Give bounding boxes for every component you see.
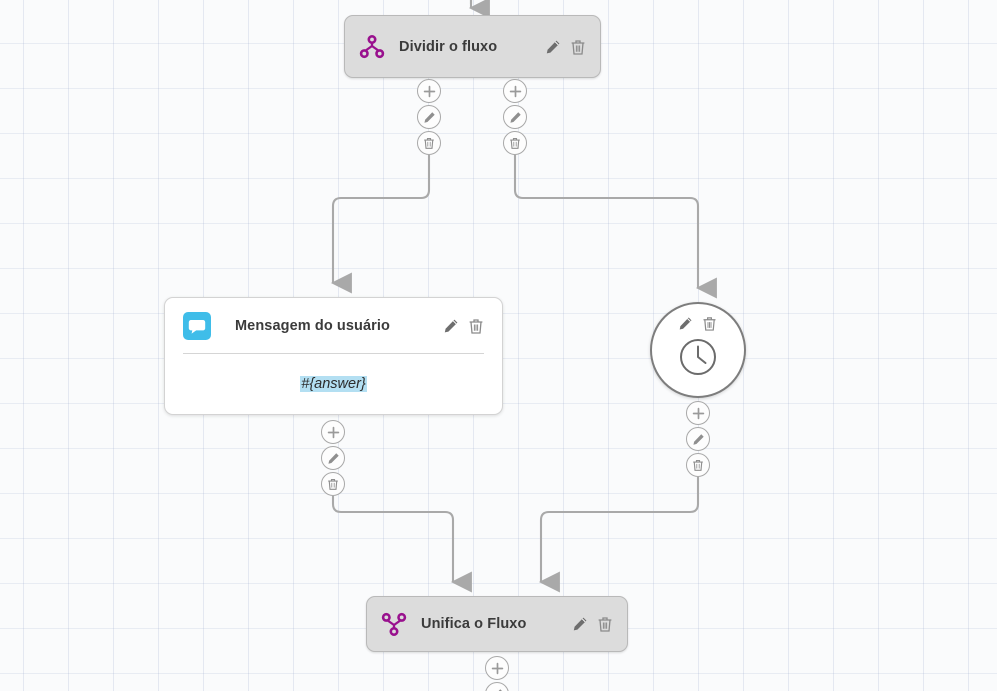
- flow-split-icon: [359, 34, 385, 60]
- node-merge-flow[interactable]: Unifica o Fluxo: [366, 596, 628, 652]
- edit-icon[interactable]: [686, 427, 710, 451]
- port-split-out-right[interactable]: [503, 79, 527, 155]
- edge-delay-to-merge: [538, 477, 700, 593]
- node-delay[interactable]: [650, 302, 746, 398]
- delete-icon[interactable]: [417, 131, 441, 155]
- node-user-message[interactable]: Mensagem do usuário: [164, 297, 503, 415]
- user-message-actions: [425, 318, 484, 334]
- add-icon[interactable]: [503, 79, 527, 103]
- edit-icon[interactable]: [417, 105, 441, 129]
- card-divider: [183, 353, 484, 354]
- chat-bubble-icon: [183, 311, 211, 340]
- edit-icon[interactable]: [321, 446, 345, 470]
- port-message-out[interactable]: [321, 420, 345, 496]
- delete-icon[interactable]: [468, 318, 484, 334]
- delete-icon[interactable]: [597, 616, 613, 632]
- node-split-actions: [527, 39, 586, 55]
- edit-icon[interactable]: [572, 616, 588, 632]
- add-icon[interactable]: [485, 656, 509, 680]
- edit-icon[interactable]: [545, 39, 561, 55]
- node-split-title: Dividir o fluxo: [399, 38, 498, 55]
- variable-chip-answer[interactable]: #{answer}: [300, 376, 367, 392]
- delete-icon[interactable]: [702, 316, 718, 332]
- delete-icon[interactable]: [503, 131, 527, 155]
- delete-icon[interactable]: [570, 39, 586, 55]
- add-icon[interactable]: [321, 420, 345, 444]
- node-merge-title: Unifica o Fluxo: [421, 616, 527, 632]
- node-split-flow[interactable]: Dividir o fluxo: [344, 15, 601, 78]
- user-message-header: Mensagem do usuário: [183, 298, 484, 353]
- edge-message-to-merge: [331, 496, 472, 593]
- delay-actions: [678, 316, 718, 332]
- delete-icon[interactable]: [321, 472, 345, 496]
- edge-split-to-delay: [513, 155, 717, 299]
- edit-icon[interactable]: [678, 316, 694, 332]
- delete-icon[interactable]: [686, 453, 710, 477]
- flow-merge-icon: [381, 611, 407, 637]
- port-merge-out[interactable]: [485, 656, 509, 691]
- add-icon[interactable]: [417, 79, 441, 103]
- user-message-title: Mensagem do usuário: [235, 317, 390, 334]
- edit-icon[interactable]: [485, 682, 509, 691]
- edit-icon[interactable]: [443, 318, 459, 334]
- node-merge-actions: [554, 616, 613, 632]
- clock-icon: [677, 336, 719, 383]
- edge-split-to-message: [330, 155, 431, 294]
- port-delay-out[interactable]: [686, 401, 710, 477]
- add-icon[interactable]: [686, 401, 710, 425]
- edit-icon[interactable]: [503, 105, 527, 129]
- user-message-body[interactable]: #{answer}: [183, 354, 484, 414]
- port-split-out-left[interactable]: [417, 79, 441, 155]
